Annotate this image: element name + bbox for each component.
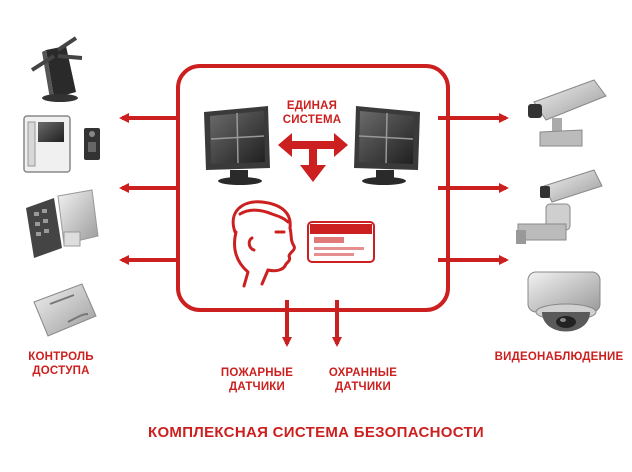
bottom-arrows bbox=[282, 300, 342, 347]
security-sensors-line2: ДАТЧИКИ bbox=[335, 381, 391, 393]
left-arrows bbox=[119, 113, 180, 265]
fire-sensors-line1: ПОЖАРНЫЕ bbox=[220, 367, 294, 379]
fire-sensors-label: ПОЖАРНЫЕ ДАТЧИКИ bbox=[212, 366, 302, 394]
id-card-icon bbox=[307, 221, 375, 263]
fire-sensors-line2: ДАТЧИКИ bbox=[229, 381, 285, 393]
access-control-line2: ДОСТУПА bbox=[32, 365, 90, 377]
access-control-line1: КОНТРОЛЬ bbox=[28, 351, 94, 363]
access-card-icon bbox=[33, 283, 97, 337]
monitor-icon bbox=[204, 106, 270, 185]
ptz-camera-icon bbox=[516, 169, 603, 244]
center-label: ЕДИНАЯ СИСТЕМА bbox=[272, 99, 352, 127]
center-label-line2: СИСТЕМА bbox=[282, 114, 342, 126]
dome-camera-icon bbox=[527, 271, 601, 332]
access-control-label: КОНТРОЛЬ ДОСТУПА bbox=[16, 350, 106, 378]
right-arrows bbox=[438, 113, 509, 265]
turnstile-icon bbox=[30, 36, 83, 102]
t-arrow-icon bbox=[278, 133, 348, 182]
monitor-icon bbox=[354, 106, 420, 185]
security-sensors-line1: ОХРАННЫЕ bbox=[328, 367, 398, 379]
video-surveillance-label: ВИДЕОНАБЛЮДЕНИЕ bbox=[494, 350, 624, 364]
person-head-icon bbox=[231, 200, 296, 288]
keypad-reader-icon bbox=[26, 189, 99, 258]
box-camera-icon bbox=[528, 79, 607, 147]
diagram-title: КОМПЛЕКСНАЯ СИСТЕМА БЕЗОПАСНОСТИ bbox=[148, 424, 484, 441]
center-label-line1: ЕДИНАЯ bbox=[286, 100, 338, 112]
intercom-icon bbox=[23, 115, 100, 173]
video-surveillance-text: ВИДЕОНАБЛЮДЕНИЕ bbox=[494, 351, 624, 363]
security-sensors-label: ОХРАННЫЕ ДАТЧИКИ bbox=[318, 366, 408, 394]
